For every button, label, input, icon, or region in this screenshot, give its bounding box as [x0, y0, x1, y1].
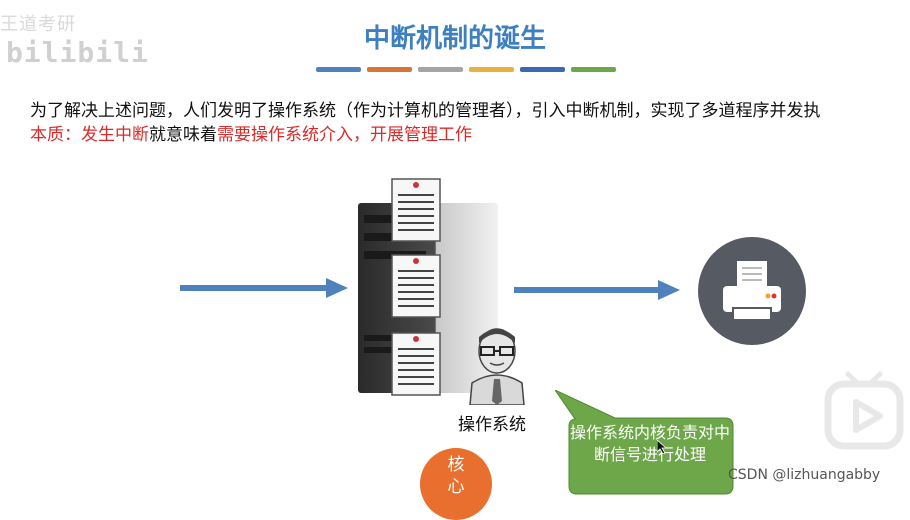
callout-bubble — [555, 390, 734, 495]
color-bar — [367, 67, 412, 72]
title-color-bars — [316, 67, 616, 72]
output-arrow-icon — [514, 280, 680, 300]
kernel-core-badge: 核 心 — [420, 448, 492, 520]
color-bar — [418, 67, 463, 72]
color-bar — [571, 67, 616, 72]
server-with-programs-icon — [358, 178, 498, 396]
core-char-1: 核 — [447, 455, 465, 475]
watermark: 王道考研 bilibili — [0, 10, 170, 69]
essence-part-1: 本质：发生中断 — [30, 125, 149, 145]
input-arrow-icon — [180, 278, 348, 298]
watermark-text: 王道考研 — [0, 14, 76, 35]
essence-part-3: 需要操作系统介入，开展管理工作 — [217, 125, 472, 145]
color-bar — [469, 67, 514, 72]
slide-title: 中断机制的诞生 — [363, 24, 546, 54]
operating-system-person-icon — [469, 328, 525, 405]
color-bar — [520, 67, 565, 72]
callout-text: 操作系统内核负责对中断信号进行处理 — [570, 423, 731, 464]
essence-text: 本质：发生中断就意味着需要操作系统介入，开展管理工作 — [30, 120, 472, 145]
mouse-cursor-icon — [657, 440, 667, 454]
color-bar — [316, 67, 361, 72]
csdn-watermark: CSDN @lizhuangabby — [728, 467, 881, 483]
video-play-logo-icon — [824, 371, 904, 450]
bilibili-logo-icon: bilibili — [6, 36, 149, 69]
printer-icon — [698, 237, 806, 345]
intro-text: 为了解决上述问题，人们发明了操作系统（作为计算机的管理者），引入中断机制，实现了… — [30, 101, 821, 121]
os-label: 操作系统 — [458, 415, 526, 435]
essence-part-2: 就意味着 — [149, 125, 217, 145]
core-char-2: 心 — [447, 477, 465, 497]
